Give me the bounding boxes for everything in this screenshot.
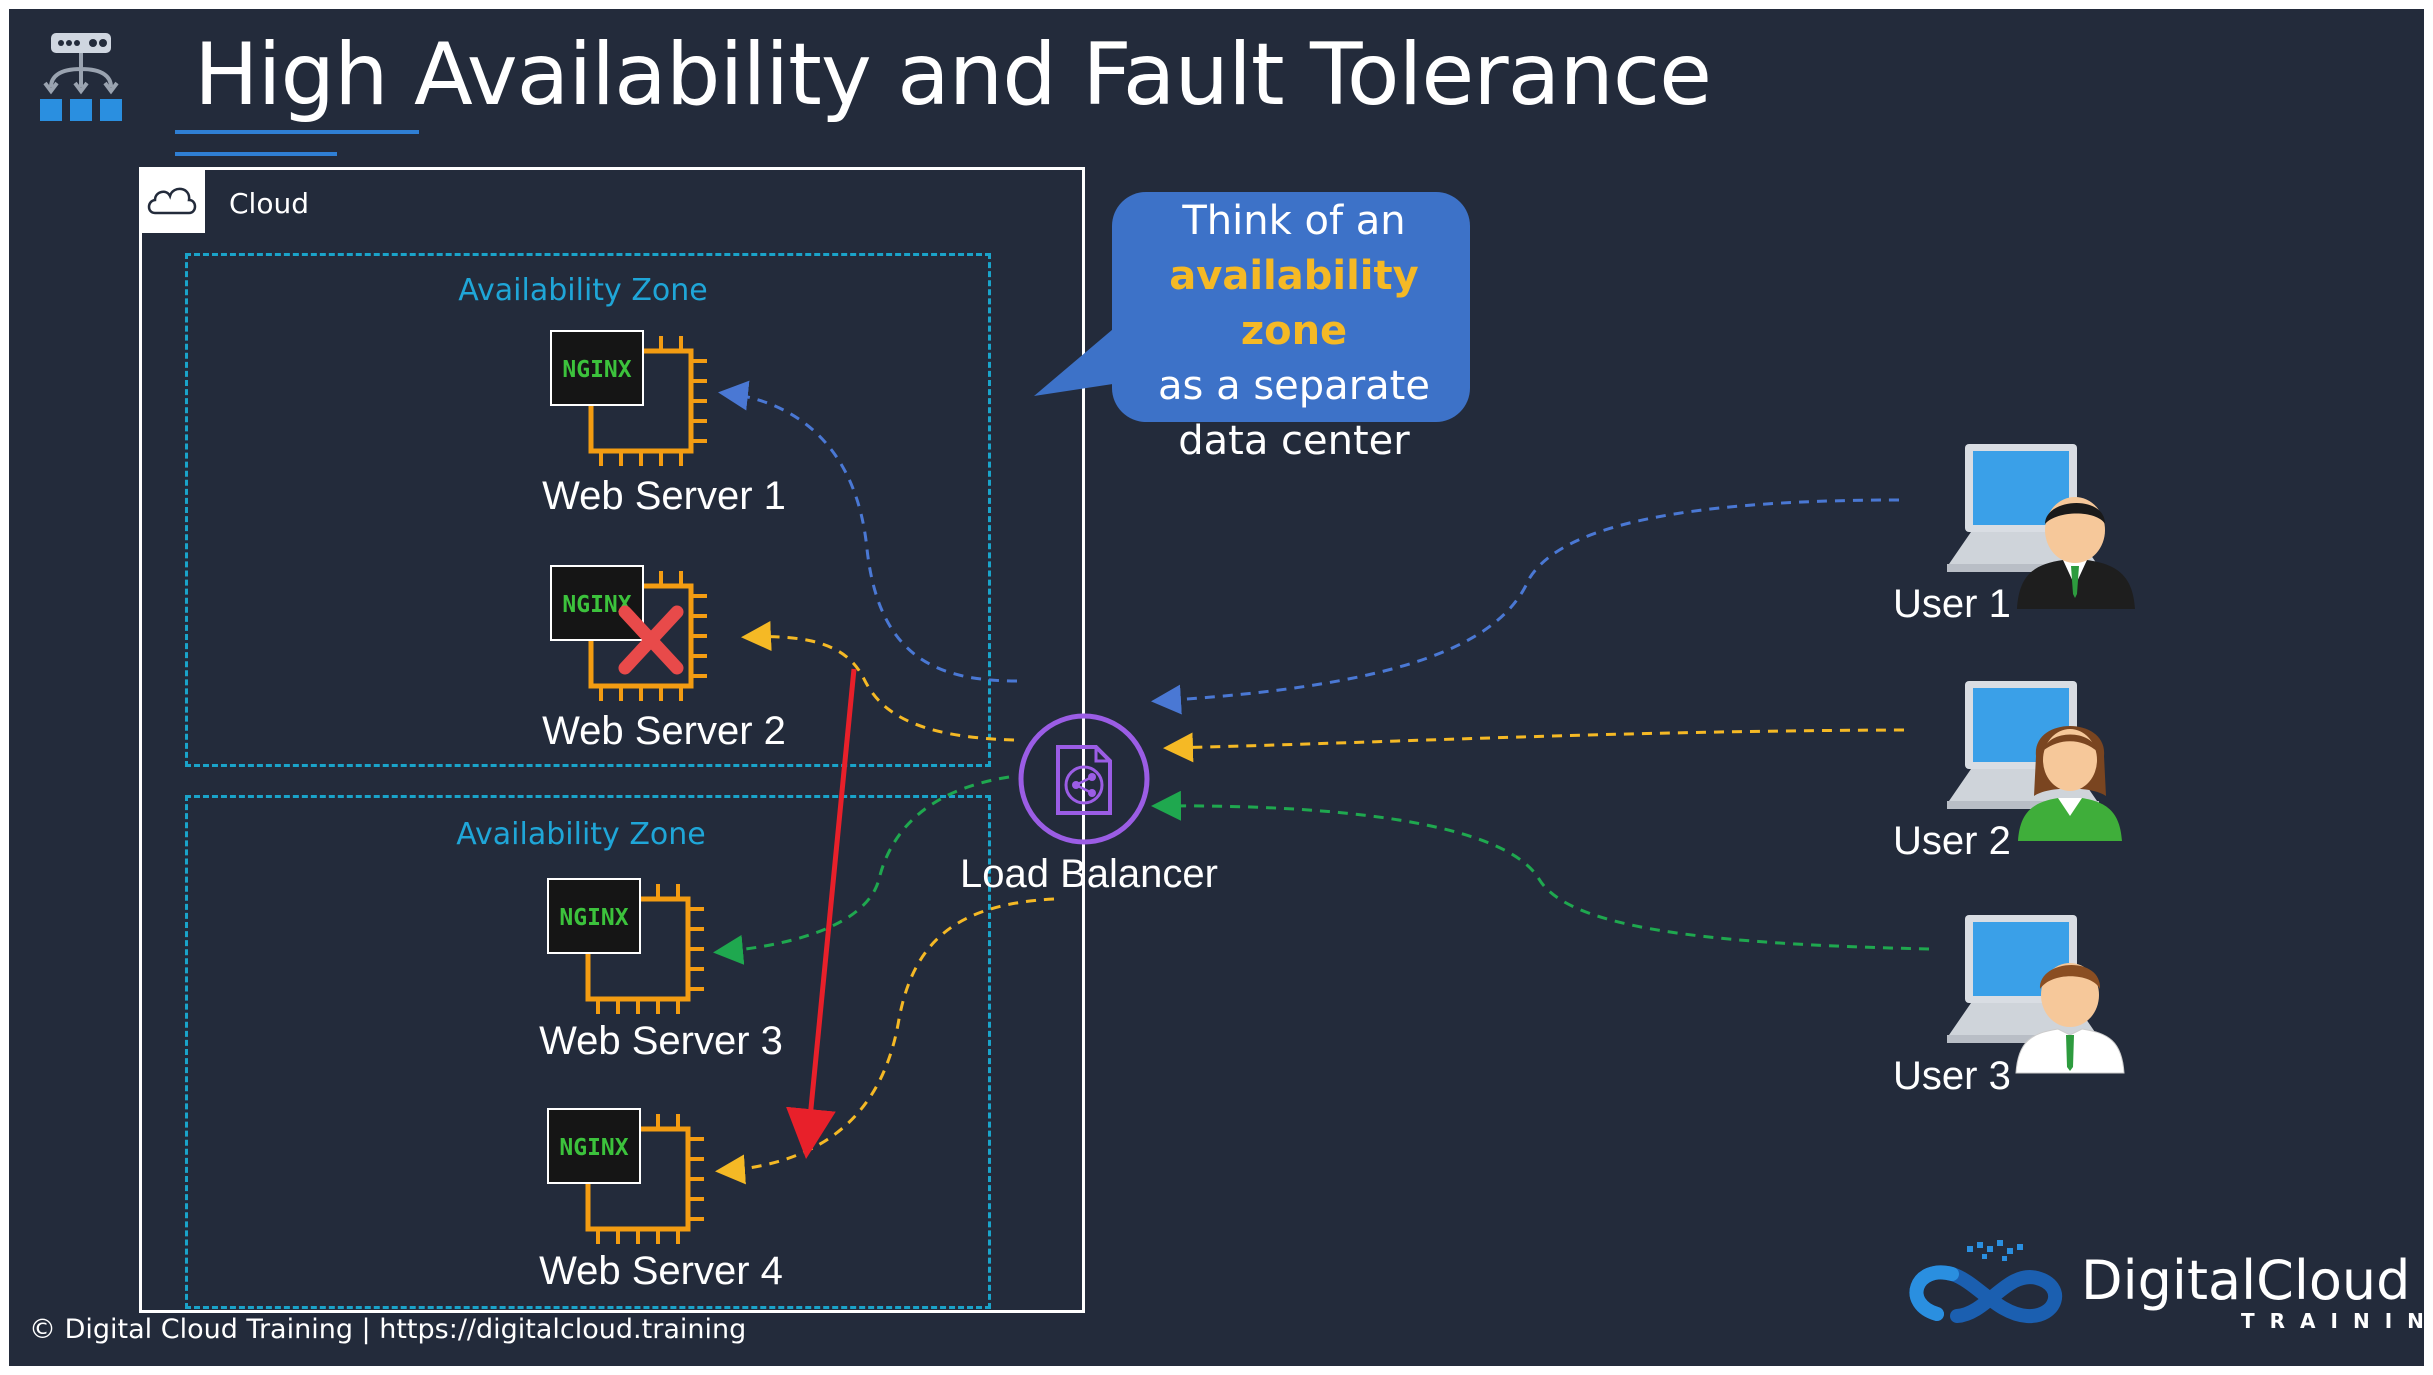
flow-user1-to-lb <box>1151 498 1900 715</box>
page-title: High Availability and Fault Tolerance <box>194 25 1712 125</box>
availability-zone-label: Availability Zone <box>458 273 708 308</box>
user-3-icon <box>1947 915 2125 1074</box>
nginx-badge: NGINX <box>562 357 631 383</box>
web-server-2-icon: NGINX <box>550 565 707 701</box>
user-2-icon <box>1947 681 2122 841</box>
flow-user3-to-lb <box>1151 790 1930 951</box>
web-server-2-label: Web Server 2 <box>542 709 786 753</box>
flow-user2-to-lb <box>1163 728 1905 763</box>
title-underline <box>175 130 419 134</box>
flow-lb-to-server2 <box>741 621 1015 742</box>
brand-name: DigitalCloud <box>2081 1249 2411 1312</box>
web-server-4-icon: NGINX <box>547 1108 704 1244</box>
availability-zone-2 <box>185 795 991 1309</box>
failed-x-icon <box>618 605 684 675</box>
user-2-label: User 2 <box>1893 819 2011 863</box>
web-server-1-icon: NGINX <box>550 330 707 466</box>
architecture-icon <box>40 33 122 121</box>
web-server-3-icon: NGINX <box>547 878 704 1014</box>
load-balancer-label: Load Balancer <box>960 852 1218 896</box>
web-server-3-label: Web Server 3 <box>539 1019 783 1063</box>
flow-lb-to-server3 <box>713 775 1010 965</box>
web-server-1-label: Web Server 1 <box>542 474 786 518</box>
flow-lb-to-server1 <box>718 380 1018 683</box>
brand-subtitle: TRAINING <box>2241 1309 2424 1333</box>
nginx-badge: NGINX <box>559 905 628 931</box>
slide: High Availability and Fault Tolerance Cl… <box>9 9 2424 1366</box>
footer-copyright: © Digital Cloud Training | https://digit… <box>29 1314 747 1345</box>
user-3-label: User 3 <box>1893 1054 2011 1098</box>
availability-zone-1 <box>185 253 991 767</box>
digitalcloud-logo-icon <box>1909 1240 2063 1323</box>
web-server-4-label: Web Server 4 <box>539 1249 783 1293</box>
callout-line-1: Think of an <box>1182 198 1406 244</box>
cloud-icon <box>139 167 205 233</box>
title-underline-short <box>175 152 337 156</box>
cloud-label: Cloud <box>229 187 309 220</box>
failover-arrow <box>786 668 857 1159</box>
load-balancer-icon <box>1018 713 1150 845</box>
availability-zone-label: Availability Zone <box>456 817 706 852</box>
user-1-icon <box>1947 444 2135 609</box>
callout-highlight: availability zone <box>1169 253 1419 354</box>
cloud-boundary <box>139 167 1085 1313</box>
user-1-label: User 1 <box>1893 582 2011 626</box>
flow-arrows <box>713 380 1930 1185</box>
callout-line-4: data center <box>1178 418 1410 464</box>
callout-line-3: as a separate <box>1158 363 1430 409</box>
callout-text: Think of an availability zone as a separ… <box>1114 194 1474 469</box>
nginx-badge: NGINX <box>559 1135 628 1161</box>
callout-bubble <box>1034 192 1470 422</box>
